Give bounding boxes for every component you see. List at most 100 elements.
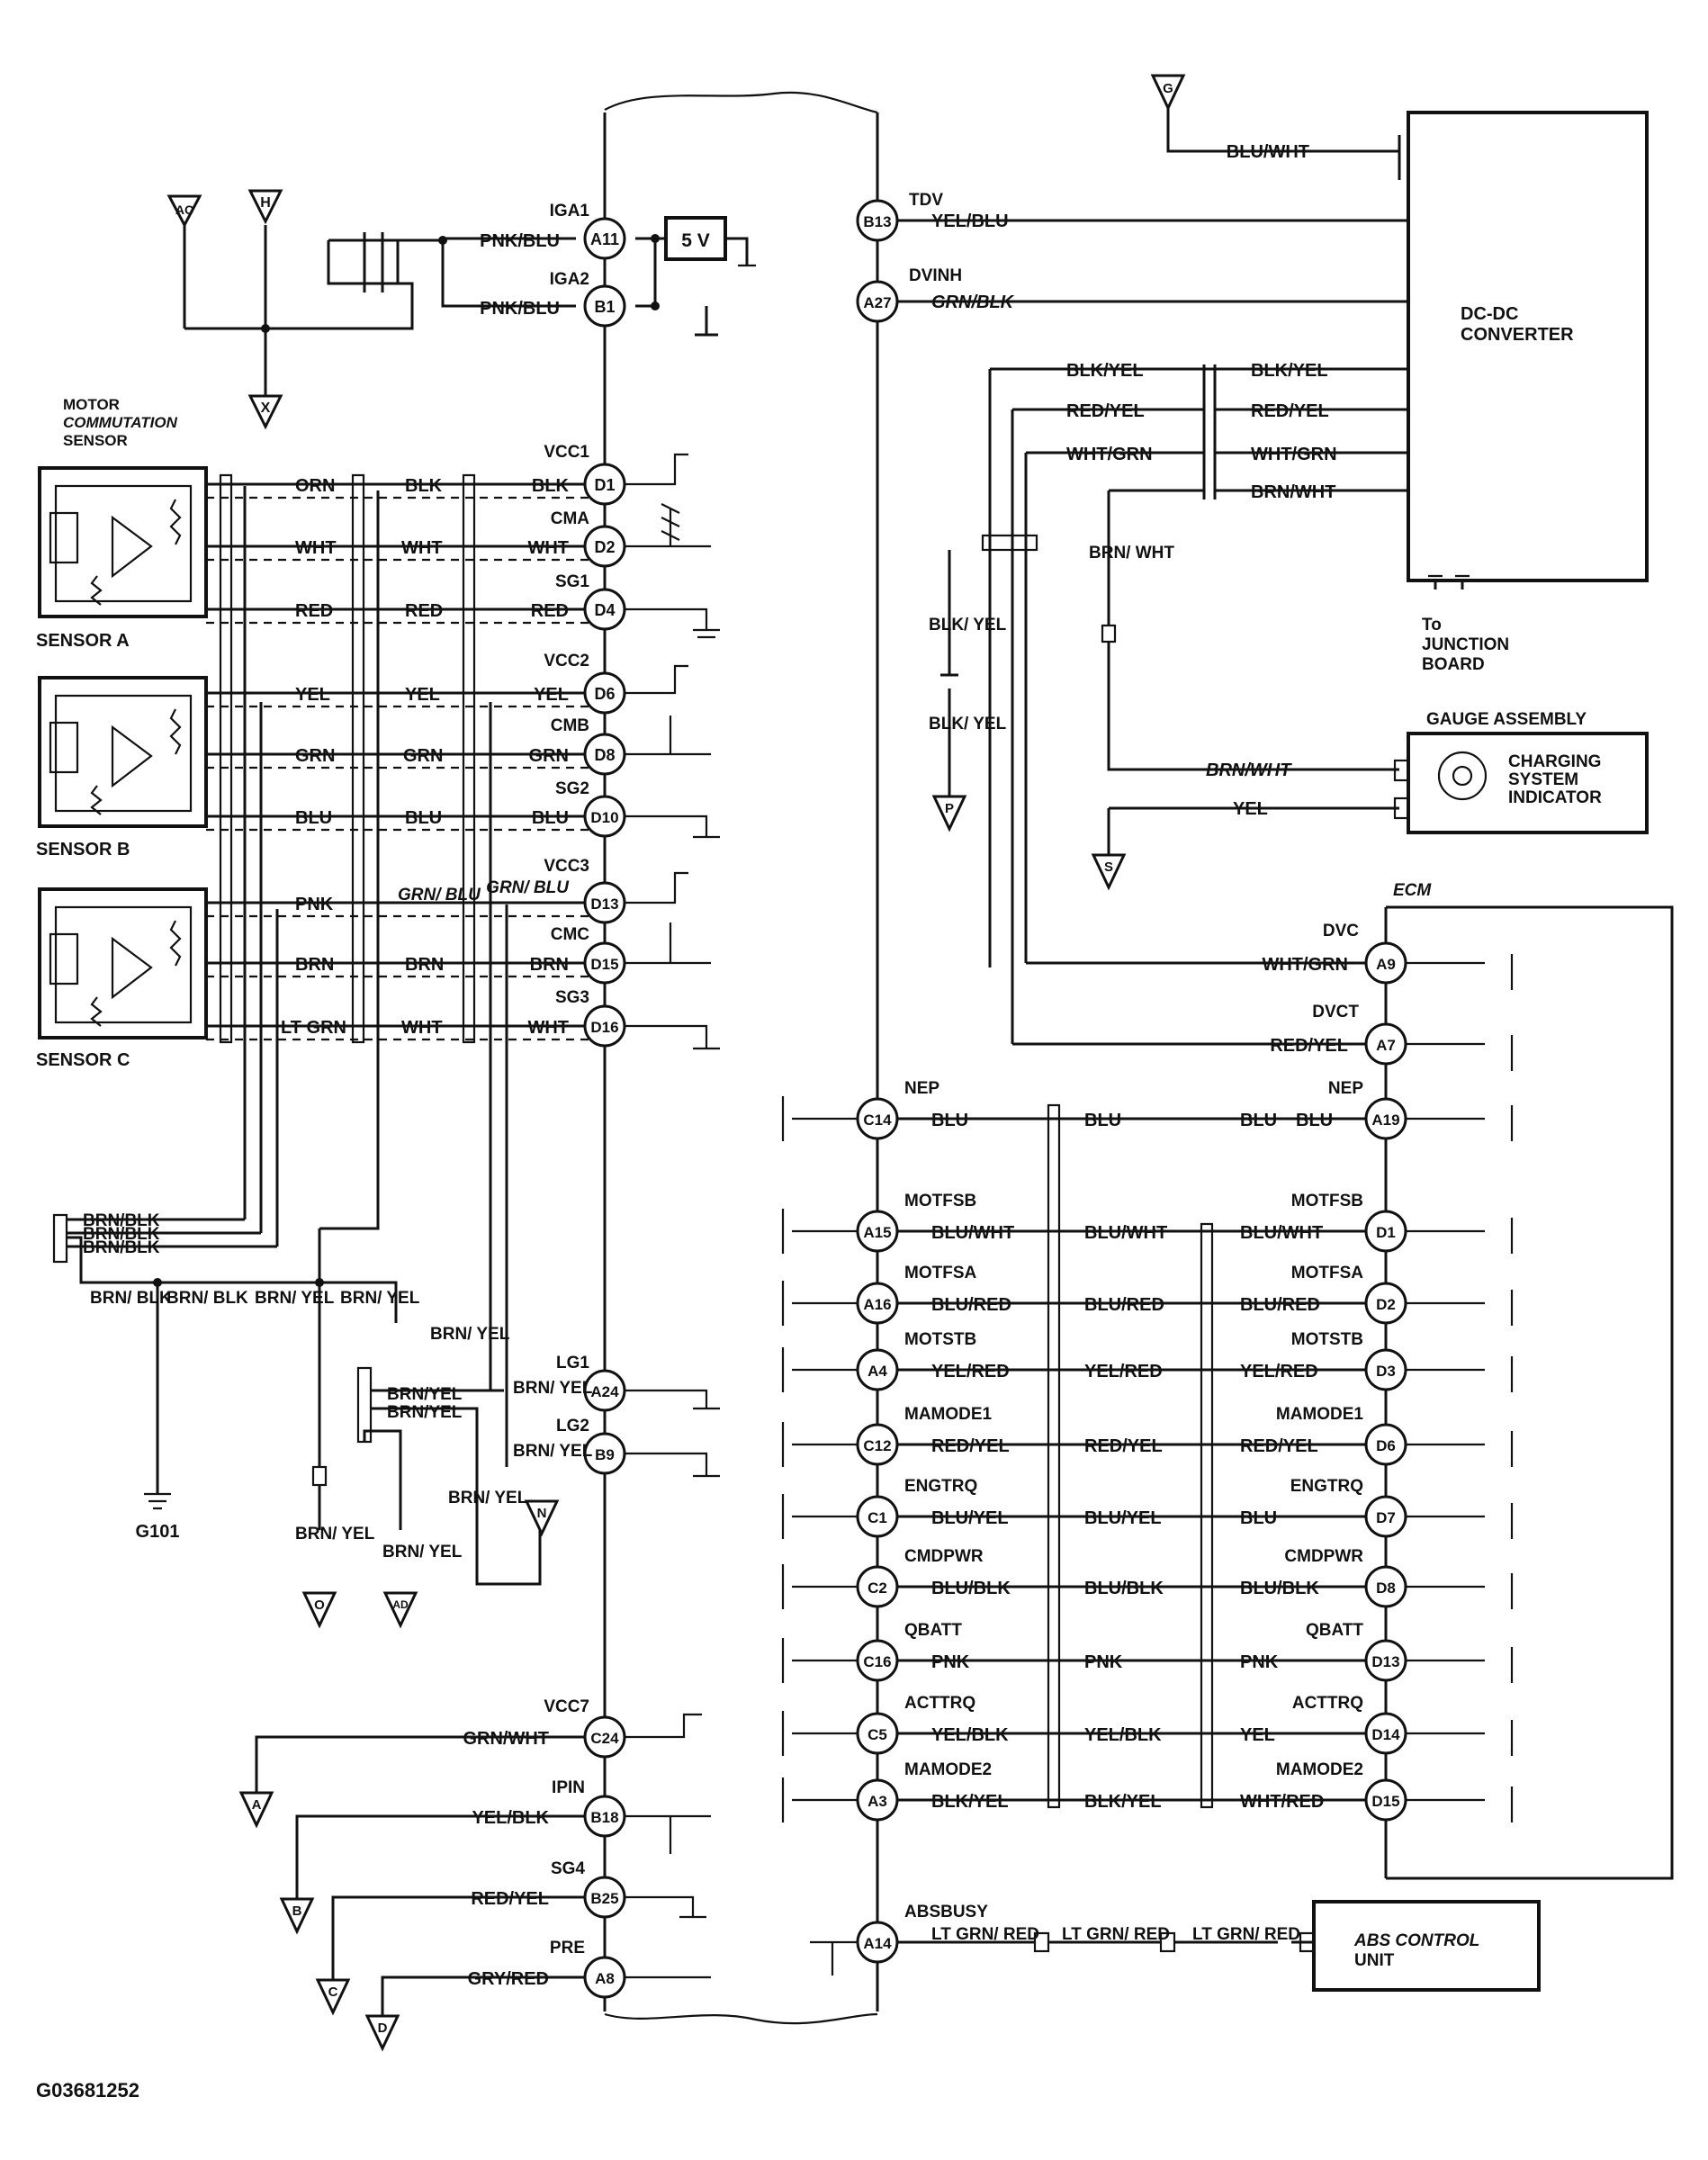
wire-a2: WHT	[295, 538, 337, 558]
abs-unit-label-2: UNIT	[1354, 1951, 1395, 1970]
sensor-wires	[206, 482, 605, 1467]
split-blkyel-2: BLK/ YEL	[929, 715, 1007, 734]
wire-b2: GRN	[295, 746, 335, 766]
gauge-brnwht: BRN/WHT	[1206, 760, 1292, 780]
ecm-left-pin-label: A4	[867, 1363, 887, 1380]
ecm-left-name: ACTTRQ	[904, 1694, 975, 1713]
connector-h-label: H	[260, 195, 271, 211]
ecm-wire-3: YEL/RED	[1240, 1362, 1318, 1382]
mid-c3: WHT	[401, 1018, 443, 1038]
gauge-assembly-label: GAUGE ASSEMBLY	[1426, 710, 1587, 729]
motor-sensor-title-3: SENSOR	[63, 432, 128, 449]
ecm-left-name: QBATT	[904, 1621, 962, 1640]
wire-a1: ORN	[295, 476, 335, 496]
ecm-wire-3: BLU/WHT	[1240, 1223, 1323, 1243]
ecm-left-name: MAMODE1	[904, 1405, 993, 1424]
footer-code: G03681252	[36, 2079, 139, 2102]
ecm-wire-2: RED/YEL	[1084, 1436, 1163, 1456]
ecm-wire-2: BLU/BLK	[1084, 1579, 1164, 1598]
left-wire-b9: BRN/ YEL	[513, 1442, 593, 1461]
ecm-right-name: ENGTRQ	[1290, 1477, 1363, 1496]
ecm-right-name: NEP	[1328, 1079, 1363, 1098]
ecm-wire-2: BLK/YEL	[1084, 1792, 1162, 1812]
ecm-right-name: MOTFSA	[1291, 1264, 1363, 1282]
left-pin-a11: A11	[590, 230, 619, 248]
left-pin-d15: D15	[590, 956, 618, 973]
ecm-right-stub	[1406, 1105, 1514, 1141]
ecm-left-stub	[781, 1209, 858, 1254]
connector-o: O	[301, 1591, 337, 1629]
left-pin-d16: D16	[590, 1019, 618, 1036]
connector-n-label: N	[537, 1506, 547, 1521]
wire-a3: RED	[295, 601, 333, 621]
ecm-left-pin-label: C16	[863, 1653, 891, 1670]
left-pin-b25: B25	[590, 1890, 618, 1907]
left-pin-d1: D1	[594, 476, 615, 494]
connector-ad-label: AD	[392, 1598, 409, 1611]
ecm-left-stub	[781, 1422, 858, 1467]
left-name-cmb: CMB	[551, 716, 589, 735]
ecm-right-stub	[1406, 1290, 1514, 1326]
ecm-wire-1: BLU/BLK	[931, 1579, 1011, 1598]
ecm-right-stub	[1406, 1218, 1514, 1254]
ecm-wire-1: BLU/WHT	[931, 1223, 1014, 1243]
sensor-c-label: SENSOR C	[36, 1050, 130, 1070]
left-name-iga2: IGA2	[550, 270, 589, 289]
split-blkyel-1: BLK/ YEL	[929, 616, 1007, 634]
left-pin-c24: C24	[590, 1730, 619, 1747]
ecm-left-stub	[781, 1347, 858, 1392]
brnyel-1: BRN/YEL	[387, 1385, 463, 1404]
left-wire-d1: BLK	[532, 476, 570, 496]
ecm-left-name: MAMODE2	[904, 1760, 992, 1779]
ecm-wire-2: PNK	[1084, 1652, 1123, 1672]
connector-p-label: P	[945, 801, 954, 816]
left-name-sg3: SG3	[555, 988, 589, 1007]
ecm-right-pin-label: D6	[1376, 1437, 1396, 1454]
wire-b3: BLU	[295, 808, 332, 828]
left-pin-d6: D6	[594, 685, 615, 703]
abs-unit-label-1: ABS CONTROL	[1353, 1931, 1479, 1950]
left-pin-b9: B9	[595, 1446, 615, 1463]
ground-g101-label: G101	[136, 1522, 180, 1542]
ecm-harness-bars	[1047, 1103, 1214, 1809]
ecm-wire-4: BLU	[1296, 1111, 1333, 1130]
left-name-vcc2: VCC2	[544, 652, 589, 670]
gauge-yel: YEL	[1233, 799, 1268, 819]
ecm-left-name: CMDPWR	[904, 1547, 984, 1566]
dcdc-whtgrn-b: WHT/GRN	[1251, 445, 1337, 464]
ecm-left-pin-label: A3	[867, 1793, 887, 1810]
mid-b3: BLU	[405, 808, 442, 828]
left-name-cma: CMA	[551, 509, 590, 528]
connector-ac: AC	[166, 194, 202, 229]
ecm-right-pin-label: A19	[1371, 1112, 1399, 1129]
ecm-wire-3: BLU/RED	[1240, 1295, 1320, 1315]
brnblk-3: BRN/BLK	[83, 1238, 160, 1257]
dcdc-whtgrn-a: WHT/GRN	[1066, 445, 1153, 464]
ecm-right-stub	[1406, 1503, 1514, 1539]
left-pin-d8: D8	[594, 746, 615, 764]
brnyel-2: BRN/YEL	[387, 1403, 463, 1422]
left-name-vcc1: VCC1	[544, 443, 589, 462]
ground-splice-labels: BRN/BLK BRN/BLK BRN/BLK BRN/ BLK BRN/ BL…	[83, 1211, 528, 1562]
ecm-left-stub	[781, 1711, 858, 1756]
dcdc-blkyel-b: BLK/YEL	[1251, 361, 1328, 381]
dcdc-blkyel-a: BLK/YEL	[1066, 361, 1144, 381]
brnyel-split-6: BRN/ YEL	[382, 1543, 463, 1562]
ecm-label: ECM	[1393, 881, 1432, 900]
connector-a-label: A	[252, 1797, 262, 1813]
connector-g: G	[1150, 74, 1186, 112]
brnyel-split-2: BRN/ YEL	[340, 1289, 420, 1308]
dcdc-brnwht-b: BRN/WHT	[1251, 482, 1335, 502]
left-pin-column: A11 IGA1 PNK/BLU B1 IGA2 PNK/BLU D1 VCC1…	[463, 202, 626, 1999]
connector-c-label: C	[328, 1984, 338, 2000]
ecm-right-pin-label: D1	[1376, 1224, 1396, 1241]
left-name-lg1: LG1	[556, 1354, 589, 1372]
ecm-dvc-wire: WHT/GRN	[1262, 955, 1348, 975]
ecm-right-name: ACTTRQ	[1292, 1694, 1363, 1713]
left-wire-d15: BRN	[530, 955, 569, 975]
bottom-left-connectors: A B C D	[238, 1735, 585, 2052]
dcdc-label-1: DC-DC	[1461, 304, 1518, 324]
connector-s-label: S	[1104, 860, 1113, 875]
gauge-assembly	[1393, 732, 1649, 834]
